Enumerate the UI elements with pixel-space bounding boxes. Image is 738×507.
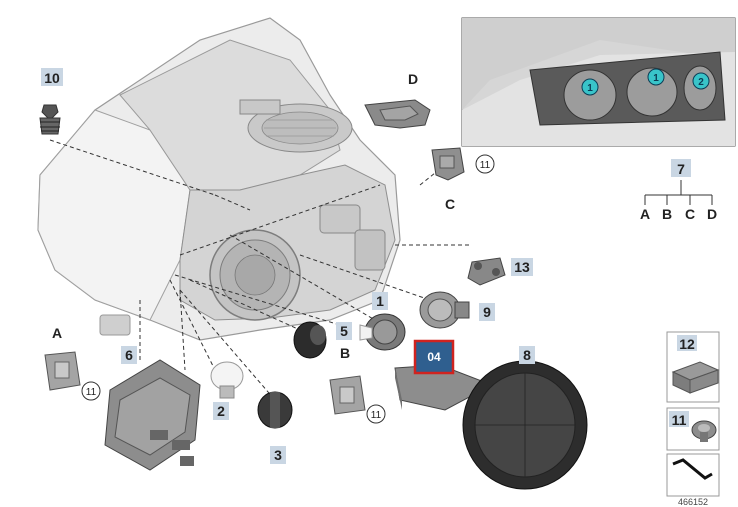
ref-11-mid-label: 11 (371, 410, 382, 421)
photo-inset: 1 1 2 (461, 17, 736, 147)
part-B-block[interactable] (329, 375, 366, 415)
part-9-motor[interactable] (419, 291, 470, 329)
callout-1[interactable]: 1 (376, 293, 384, 309)
photo-marker-2 (647, 68, 665, 86)
callout-12[interactable]: 12 (679, 336, 695, 352)
leader-lines (49, 139, 470, 401)
ref-11-left[interactable]: 11 (81, 381, 101, 401)
letter-A: A (52, 325, 62, 341)
part-8-cover[interactable] (462, 360, 588, 490)
part-10-clip[interactable] (39, 104, 61, 135)
selected-callout-label: 04 (427, 350, 441, 364)
callout-9[interactable]: 9 (483, 304, 491, 320)
part-C-bracket[interactable] (431, 147, 465, 181)
callout-8[interactable]: 8 (523, 347, 531, 363)
callout-3[interactable]: 3 (274, 447, 282, 463)
part-A-block[interactable] (44, 351, 81, 391)
photo-marker-2-label: 1 (653, 73, 659, 84)
part-D-bracket[interactable] (364, 99, 431, 129)
letter-C: C (445, 196, 455, 212)
part-6-control-unit[interactable] (104, 359, 201, 471)
callout-2[interactable]: 2 (217, 403, 225, 419)
tree-7-root: 7 (677, 161, 685, 177)
photo-marker-1 (581, 78, 599, 96)
footer-id: 466152 (678, 497, 708, 507)
selected-callout-04[interactable]: 04 (413, 339, 455, 375)
tree-7-leaf-B: B (662, 206, 672, 222)
ref-11-mid[interactable]: 11 (366, 404, 386, 424)
photo-marker-1-label: 1 (587, 83, 593, 94)
part-12-block[interactable] (671, 361, 720, 394)
callout-11-box[interactable]: 11 (672, 412, 687, 428)
callout-10[interactable]: 10 (44, 70, 60, 86)
part-11-nut[interactable] (691, 420, 717, 442)
side-panel: 12 11 466152 (666, 331, 720, 507)
ref-11-upper-label: 11 (480, 160, 491, 171)
tree-7-leaf-A: A (640, 206, 650, 222)
callouts: 10 1 2 3 5 6 8 9 13 D C A B 11 11 (41, 68, 535, 464)
ref-11-left-label: 11 (86, 387, 97, 398)
letter-D: D (408, 71, 418, 87)
part-1-bulb[interactable] (359, 313, 406, 351)
callout-5[interactable]: 5 (340, 323, 348, 339)
callout-13[interactable]: 13 (514, 259, 530, 275)
tree-7-leaf-D: D (707, 206, 717, 222)
letter-B: B (340, 345, 350, 361)
part-13-gasket[interactable] (467, 257, 506, 286)
headlight-housing (37, 17, 401, 341)
photo-marker-3 (692, 72, 710, 90)
tree-7-leaf-C: C (685, 206, 695, 222)
part-2-bulb[interactable] (210, 361, 244, 399)
callout-6[interactable]: 6 (125, 347, 133, 363)
part-3-cap[interactable] (257, 391, 293, 429)
part-5-socket[interactable] (293, 321, 327, 359)
ref-11-upper[interactable]: 11 (475, 154, 495, 174)
tool-icon (672, 458, 713, 480)
tree-7: 7 A B C D (640, 159, 717, 222)
photo-marker-3-label: 2 (698, 77, 704, 88)
